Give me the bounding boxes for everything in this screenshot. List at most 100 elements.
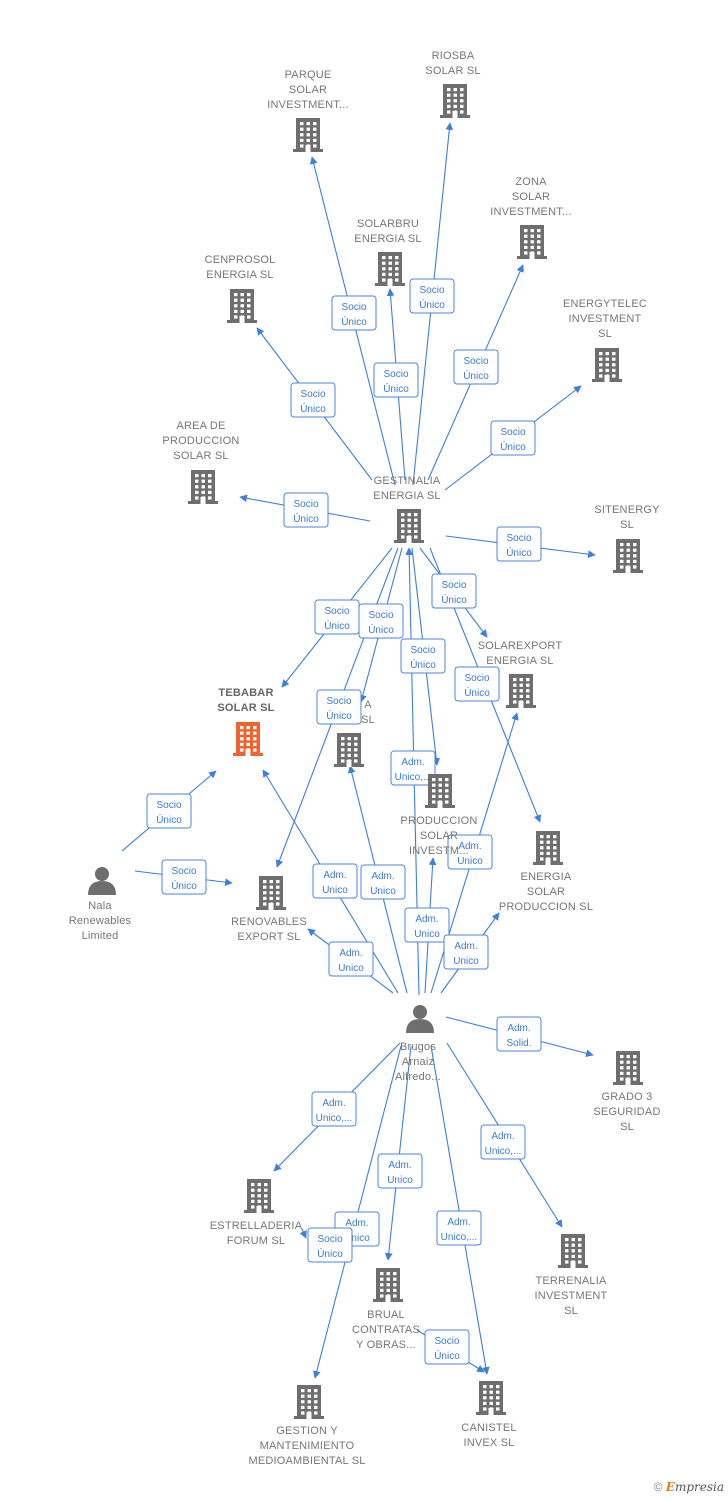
edge-label-box[interactable] <box>312 863 358 899</box>
edge-label-brugos-to-estrelladeria[interactable]: Adm.Unico,... <box>311 1091 357 1127</box>
node-label-nala: Limited <box>82 930 119 942</box>
edge-label-brugos-to-solarexport[interactable]: Adm.Unico <box>447 834 493 870</box>
edge-label-box[interactable] <box>316 689 362 725</box>
node-brugos[interactable]: BrugosArnaizAlfredo... <box>395 1005 441 1083</box>
node-zona[interactable]: ZONASOLARINVESTMENT... <box>490 176 572 259</box>
edge-label-box[interactable] <box>373 362 419 398</box>
edge-label-line: Socio <box>464 673 489 684</box>
node-label-brugos: Arnaiz <box>402 1056 434 1068</box>
edge-label-box[interactable] <box>290 382 336 418</box>
edge-label-box[interactable] <box>360 864 406 900</box>
edge-label-box[interactable] <box>443 934 489 970</box>
edge-label-box[interactable] <box>161 859 207 895</box>
node-parque[interactable]: PARQUESOLARINVESTMENT... <box>267 69 349 152</box>
edge-label-brugos-to-tebabar[interactable]: Adm.Unico <box>312 863 358 899</box>
edge-label-box[interactable] <box>311 1091 357 1127</box>
node-label-energia_solar: SOLAR <box>527 886 565 898</box>
edge-label-box[interactable] <box>328 941 374 977</box>
edge-label-brugos-to-renovables[interactable]: Adm.Unico <box>328 941 374 977</box>
edge-label-brugos-to-hidden_a[interactable]: Adm.Unico <box>360 864 406 900</box>
edge-label-box[interactable] <box>496 1016 542 1052</box>
edge-label-box[interactable] <box>431 573 477 609</box>
edge-label-box[interactable] <box>331 295 377 331</box>
node-hidden_a[interactable]: ASL <box>334 699 375 767</box>
edge-label-brugos-to-energia_solar[interactable]: Adm.Unico <box>443 934 489 970</box>
node-label-canistel: CANISTEL <box>461 1422 516 1434</box>
edge-label-box[interactable] <box>404 907 450 943</box>
edge-label-brugos-to-produccion[interactable]: Adm.Unico <box>404 907 450 943</box>
edge-label-box[interactable] <box>454 666 500 702</box>
edge-label-line: Único <box>171 879 197 892</box>
node-label-renovables: EXPORT SL <box>237 931 300 943</box>
building-icon <box>334 733 364 767</box>
edge-label-line: Socio <box>506 533 531 544</box>
edge-labels-layer: SocioÚnicoSocioÚnicoSocioÚnicoSocioÚnico… <box>146 278 542 1365</box>
edge-label-box[interactable] <box>377 1153 423 1189</box>
edge-label-box[interactable] <box>424 1329 470 1365</box>
edge-label-box[interactable] <box>490 420 536 456</box>
edge-label-box[interactable] <box>409 278 455 314</box>
building-icon <box>425 774 455 808</box>
edge-label-brugos-to-canistel[interactable]: Adm.Unico,... <box>436 1210 482 1246</box>
edge-label-box[interactable] <box>283 492 329 528</box>
footer-brand[interactable]: © Empresia <box>654 1480 724 1494</box>
edge-label-brugos-to-brual[interactable]: Adm.Unico <box>377 1153 423 1189</box>
edge-label-brugos-to-grado3[interactable]: Adm.Solid. <box>496 1016 542 1052</box>
node-label-estrelladeria: ESTRELLADERIA <box>210 1220 303 1232</box>
edge-label-box[interactable] <box>496 526 542 562</box>
edge-label-box[interactable] <box>400 638 446 674</box>
node-produccion[interactable]: PRODUCCIONSOLARINVESTM... <box>400 774 477 857</box>
edge-label-box[interactable] <box>436 1210 482 1246</box>
building-icon <box>613 539 643 573</box>
edge-label-box[interactable] <box>453 349 499 385</box>
edge-label-line: Único <box>326 709 352 722</box>
edge-label-brugos-to-terrenalia[interactable]: Adm.Unico,... <box>480 1124 526 1160</box>
edge-label-box[interactable] <box>390 750 436 786</box>
edge-label-box[interactable] <box>146 793 192 829</box>
edge-estrelladeria-to-gestion <box>299 1228 307 1239</box>
node-label-parque: PARQUE <box>285 69 332 81</box>
edge-label-box[interactable] <box>480 1124 526 1160</box>
edge-label-brugos-to-gestinalia[interactable]: Adm.Unico,... <box>390 750 436 786</box>
edge-label-box[interactable] <box>307 1227 353 1263</box>
edge-label-box[interactable] <box>358 603 404 639</box>
edge-label-line: Unico <box>370 886 396 897</box>
edge-label-box[interactable] <box>447 834 493 870</box>
